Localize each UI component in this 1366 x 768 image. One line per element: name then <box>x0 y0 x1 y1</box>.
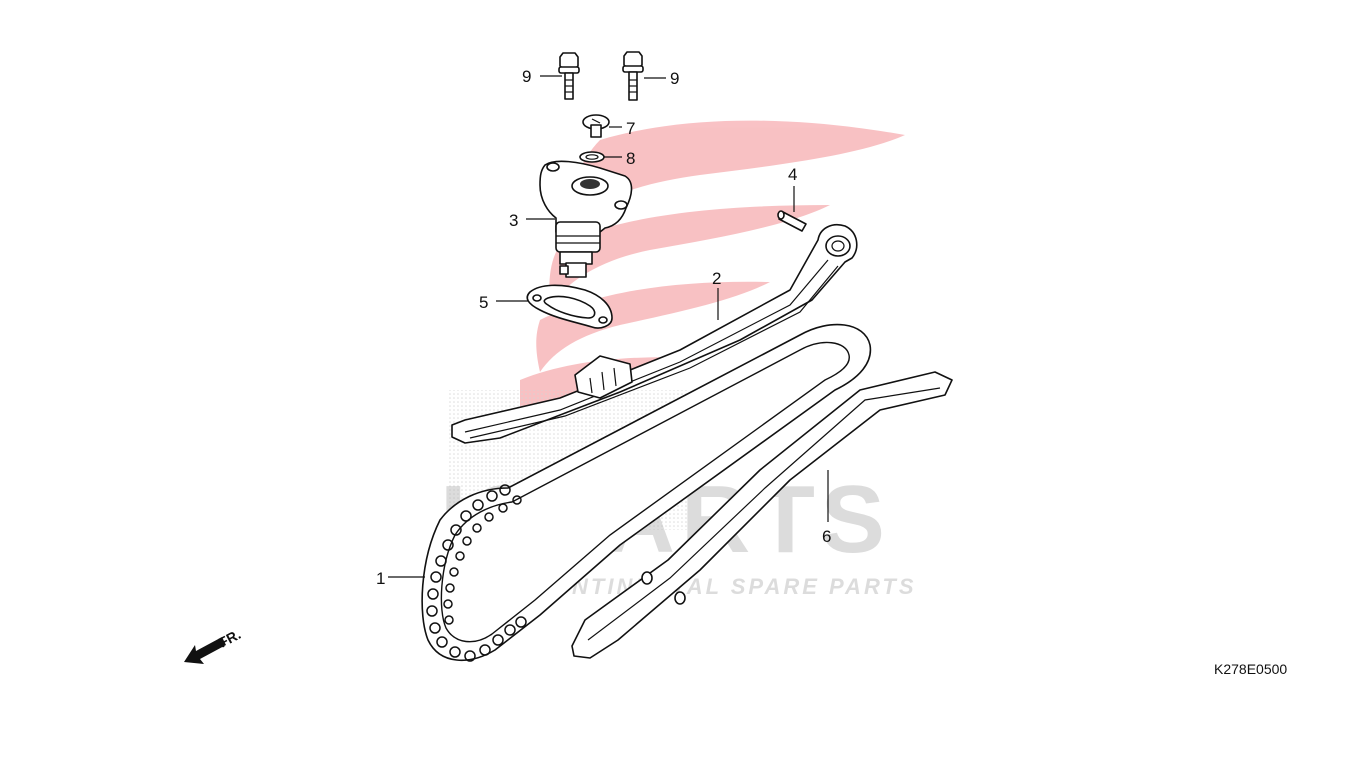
part-3-tensioner-lifter <box>539 160 633 278</box>
part-2-tensioner-arm <box>451 224 858 444</box>
callout-4: 4 <box>788 165 797 184</box>
front-direction-arrow: FR. <box>184 626 243 664</box>
part-4-pin <box>777 210 807 232</box>
part-7-screw <box>582 114 610 138</box>
callout-9-left: 9 <box>522 67 531 86</box>
callout-3: 3 <box>509 211 518 230</box>
callout-2: 2 <box>712 269 721 288</box>
callout-labels: 1 2 3 4 5 6 7 8 9 9 <box>376 67 831 588</box>
part-9-bolt-right <box>622 51 644 101</box>
diagram-code: K278E0500 <box>1214 661 1287 677</box>
callout-6: 6 <box>822 527 831 546</box>
part-9-bolt-left <box>558 52 580 100</box>
part-8-washer <box>579 151 605 163</box>
chain-links <box>426 484 527 662</box>
callout-5: 5 <box>479 293 488 312</box>
callout-8: 8 <box>626 149 635 168</box>
callout-9-right: 9 <box>670 69 679 88</box>
part-5-gasket <box>526 284 613 329</box>
part-6-chain-guide <box>571 371 953 659</box>
callout-7: 7 <box>626 119 635 138</box>
part-1-cam-chain <box>421 323 872 662</box>
callout-1: 1 <box>376 569 385 588</box>
leader-lines <box>388 75 829 578</box>
